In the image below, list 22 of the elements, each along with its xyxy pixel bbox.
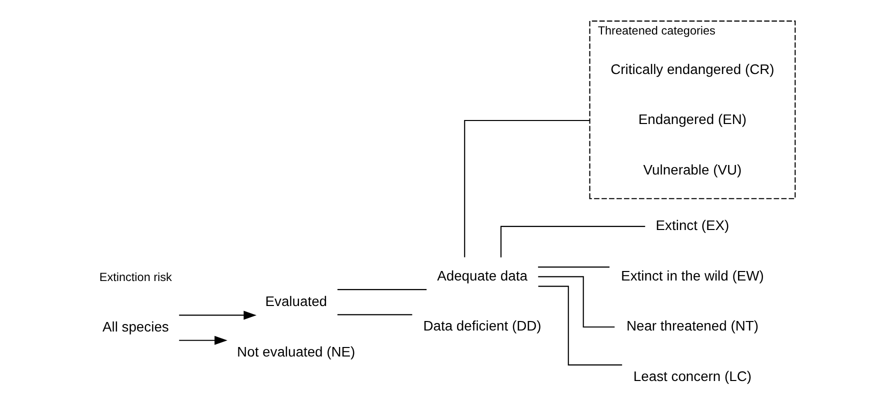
arrow xyxy=(179,310,256,320)
node-text: Near threatened (NT) xyxy=(626,318,758,334)
connector xyxy=(538,266,610,268)
node-text: Endangered (EN) xyxy=(638,111,747,128)
node-text: Data deficient (DD) xyxy=(423,318,542,334)
connector xyxy=(337,289,427,290)
node-text: Vulnerable (VU) xyxy=(643,161,742,178)
node-text: Not evaluated (NE) xyxy=(237,343,356,360)
node-text: Adequate data xyxy=(437,267,528,284)
node-text: Least concern (LC) xyxy=(633,368,752,384)
connector xyxy=(337,314,412,316)
arrow xyxy=(179,336,228,345)
connector xyxy=(538,276,615,328)
node-text: Evaluated xyxy=(265,293,328,310)
node-text: Extinct in the wild (EW) xyxy=(621,267,764,284)
label: Extinction risk xyxy=(99,270,172,284)
connector xyxy=(538,286,622,366)
connector xyxy=(464,120,590,258)
node-text: Extinct (EX) xyxy=(656,217,730,234)
node-text: Critically endangered (CR) xyxy=(610,60,774,77)
connector xyxy=(500,226,646,258)
node-text: All species xyxy=(102,318,169,335)
